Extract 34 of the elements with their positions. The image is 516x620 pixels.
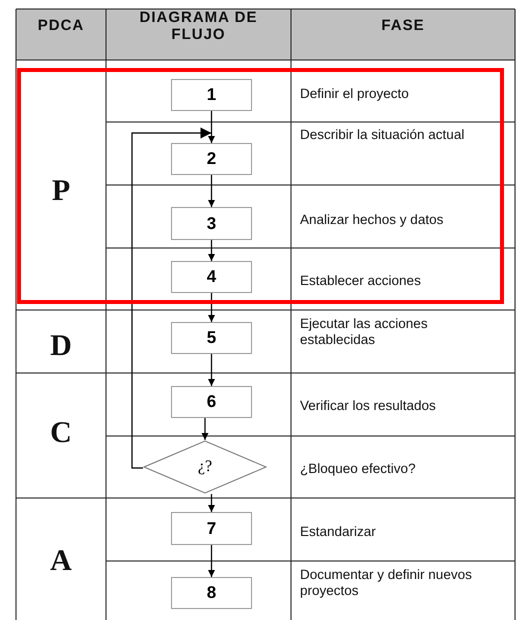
- decision-diamond: ¿?: [143, 440, 267, 494]
- phase-text: Ejecutar las acciones establecidas: [300, 316, 429, 348]
- phase-letter: A: [49, 545, 73, 577]
- phase-letter: C: [49, 417, 73, 449]
- arrow: [208, 354, 215, 386]
- phase-text: ¿Bloqueo efectivo?: [300, 461, 417, 477]
- process-box: 5: [171, 322, 252, 354]
- arrow: [208, 494, 215, 512]
- arrow: [208, 111, 215, 143]
- column-header: DIAGRAMA DE FLUJO: [138, 9, 258, 43]
- column-header: FASE: [380, 17, 426, 34]
- arrow: [208, 545, 215, 577]
- process-box: 4: [171, 261, 252, 293]
- phase-text: Definir el proyecto: [300, 86, 410, 102]
- arrow: [202, 418, 208, 440]
- process-box: 1: [171, 79, 252, 111]
- phase-text: Verificar los resultados: [300, 398, 437, 414]
- column-header: PDCA: [36, 17, 86, 34]
- process-box: 6: [171, 386, 252, 418]
- arrow: [208, 293, 215, 322]
- phase-text: Analizar hechos y datos: [300, 212, 444, 228]
- process-box: 7: [171, 512, 252, 545]
- process-box: 3: [171, 207, 252, 240]
- phase-letter: D: [49, 330, 73, 362]
- phase-text: Estandarizar: [300, 524, 377, 540]
- arrow: [208, 175, 215, 207]
- phase-text: Describir la situación actual: [300, 127, 466, 143]
- phase-text: Establecer acciones: [300, 273, 422, 289]
- process-box: 8: [171, 577, 252, 609]
- arrow: [208, 240, 215, 261]
- phase-letter: P: [50, 175, 72, 207]
- arrow: [131, 128, 212, 469]
- phase-text: Documentar y definir nuevos proyectos: [300, 567, 473, 599]
- process-box: 2: [171, 143, 252, 175]
